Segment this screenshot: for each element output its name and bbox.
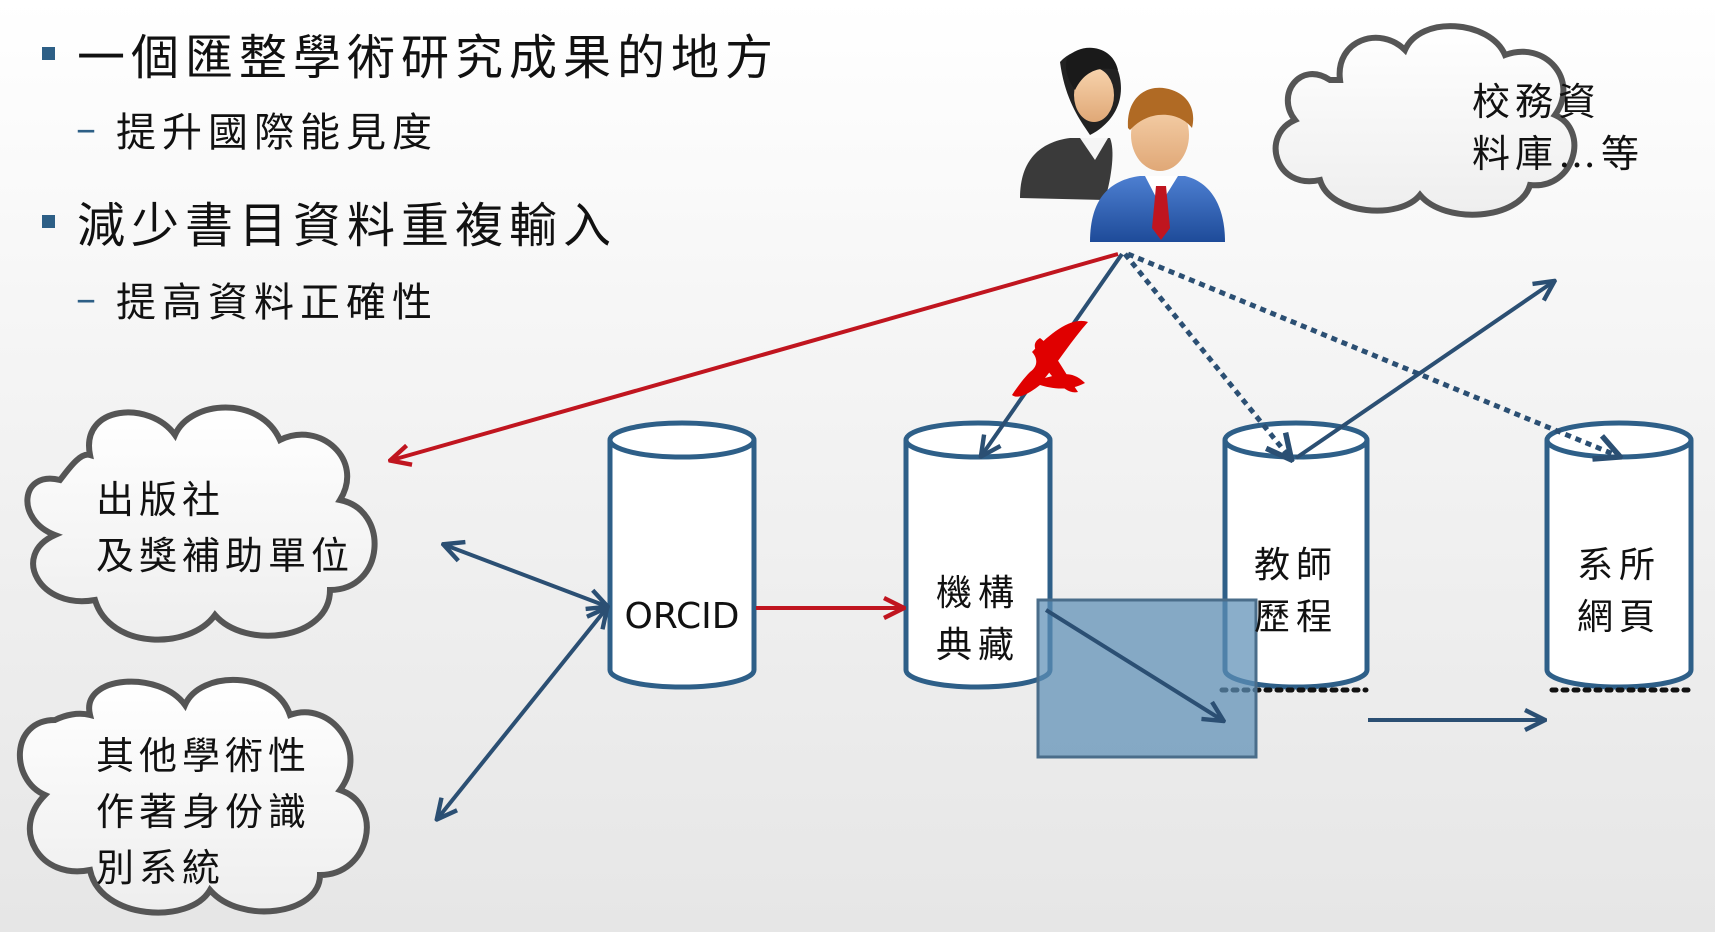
arrow-user-faculty <box>1123 252 1290 458</box>
arrow-other-orcid <box>438 609 606 818</box>
cylinder-dept-line2: 網頁 <box>1576 597 1661 638</box>
cloud-publisher-line2: 及獎補助單位 <box>96 534 355 578</box>
bullet-square-icon <box>42 214 55 228</box>
bullet-2-text: 減少書目資料重複輸入 <box>77 198 618 254</box>
cylinder-faculty-line1: 教師 <box>1253 545 1338 586</box>
red-x-icon <box>1012 320 1088 397</box>
cylinder-ir-label: 機構 典藏 <box>916 568 1040 672</box>
arrow-user-publisher <box>392 252 1119 460</box>
cylinder-dept-line1: 系所 <box>1576 545 1661 586</box>
cylinder-ir-line1: 機構 <box>935 573 1020 614</box>
arrow-user-dept <box>1127 251 1618 456</box>
cylinder-orcid <box>607 420 757 690</box>
bullet-square-icon <box>42 46 55 60</box>
bullet-2-sub-text: 提高資料正確性 <box>116 280 438 326</box>
cylinder-orcid-label: ORCID <box>624 596 740 637</box>
cloud-other-label: 其他學術性 作著身份識 別系統 <box>96 728 311 896</box>
bullet-1: 一個匯整學術研究成果的地方 <box>42 18 779 88</box>
users-icon <box>1020 47 1225 242</box>
cylinder-faculty-portfolio <box>1219 420 1370 693</box>
arrow-ir-faculty <box>1044 608 1222 720</box>
cloud-other-line1: 其他學術性 <box>96 734 312 778</box>
cloud-publisher-label: 出版社 及獎補助單位 <box>96 472 354 584</box>
cloud-school-label: 校務資 料庫…等 <box>1472 76 1644 180</box>
cloud-other-line2: 作著身份識 <box>96 790 312 834</box>
arrow-faculty-school <box>1294 282 1553 460</box>
cloud-publisher-line1: 出版社 <box>96 478 226 522</box>
cloud-other-line3: 別系統 <box>96 846 226 890</box>
bullet-2: 減少書目資料重複輸入 <box>42 186 617 256</box>
bullet-list: 一個匯整學術研究成果的地方 – 提升國際能見度 減少書目資料重複輸入 – 提高資… <box>0 0 1000 360</box>
bullet-1-text: 一個匯整學術研究成果的地方 <box>77 30 780 86</box>
dash-icon: – <box>76 106 102 152</box>
bullet-1-sub: – 提升國際能見度 <box>76 100 438 158</box>
bullet-2-sub: – 提高資料正確性 <box>76 270 438 328</box>
bullet-1-sub-text: 提升國際能見度 <box>116 110 438 156</box>
arrow-publisher-orcid <box>445 545 606 606</box>
cylinder-dept-label: 系所 網頁 <box>1557 540 1681 644</box>
cloud-school-line1: 校務資 <box>1472 80 1602 124</box>
cloud-publisher <box>24 404 378 643</box>
cloud-school-line2: 料庫…等 <box>1472 132 1645 176</box>
cloud-school-database <box>1272 23 1578 218</box>
cloud-other-id-systems <box>17 676 370 916</box>
cylinder-faculty-label: 教師 歷程 <box>1234 540 1358 644</box>
cylinder-ir-line2: 典藏 <box>935 625 1020 666</box>
dash-icon: – <box>76 276 102 322</box>
cylinder-faculty-line2: 歷程 <box>1253 597 1338 638</box>
